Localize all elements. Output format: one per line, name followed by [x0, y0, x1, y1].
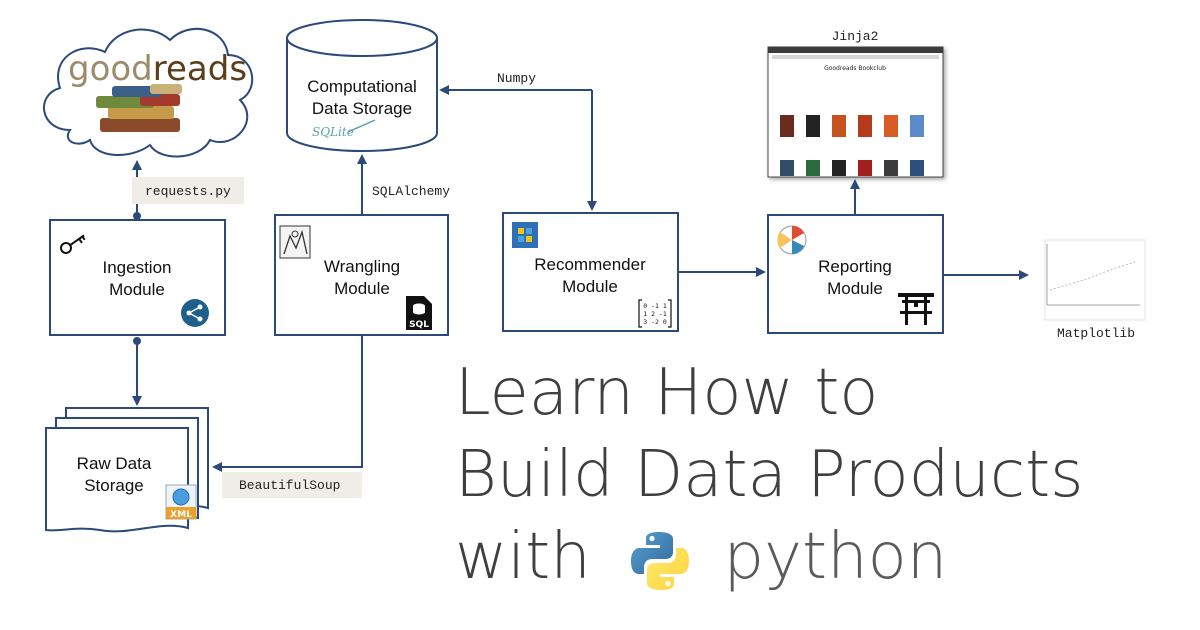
- share-nodes-icon: [181, 299, 209, 327]
- books-pile-icon: [96, 84, 182, 132]
- python-logo-icon: [631, 532, 690, 590]
- computational-data-storage: Computational Data Storage SQLite: [286, 19, 438, 152]
- edge-label-jinja2: Jinja2: [832, 29, 879, 44]
- ingestion-module: Ingestion Module: [49, 219, 226, 336]
- matrix-row-3: 3 -2 0: [643, 318, 667, 326]
- comp-storage-label-line2: Data Storage: [312, 99, 412, 118]
- edge-wrangling-to-raw-storage: [212, 335, 363, 472]
- matplotlib-chart-thumbnail: [1044, 239, 1146, 321]
- recommender-label-line2: Module: [562, 277, 618, 296]
- recommender-label-line1: Recommender: [534, 255, 646, 274]
- website-book-covers: [780, 115, 924, 176]
- key-icon: [60, 234, 86, 254]
- edge-origin-dot-bottom: [133, 337, 141, 345]
- xml-file-icon: XML: [165, 484, 197, 520]
- reporting-label-line1: Reporting: [818, 257, 892, 276]
- matrix-row-2: 1 2 -1: [643, 310, 667, 318]
- tagline-line-1: Learn How to: [455, 356, 879, 430]
- tagline-line-3: with python: [455, 516, 1084, 598]
- matrix-icon: 0 -1 1 1 2 -1 3 -2 0: [638, 299, 672, 328]
- sql-file-icon: SQL: [406, 296, 432, 330]
- requests-label-bg: [132, 177, 244, 204]
- cube-grid-icon: [512, 222, 538, 248]
- raw-storage-label-line1: Raw Data: [77, 454, 152, 473]
- torii-gate-icon: [898, 293, 934, 325]
- edge-label-requests: requests.py: [145, 184, 231, 199]
- edge-origin-dot-top: [133, 212, 141, 220]
- wrangling-label-line1: Wrangling: [324, 257, 400, 276]
- polar-chart-icon: [777, 225, 807, 255]
- tagline: Learn How to Build Data Products with py…: [455, 352, 1084, 598]
- raw-storage-label-line2: Storage: [84, 476, 144, 495]
- wrangling-label-line2: Module: [334, 279, 390, 298]
- edges: [132, 85, 1029, 472]
- sql-badge: SQL: [409, 320, 429, 330]
- goodreads-logo: goodreads: [68, 49, 247, 89]
- matrix-row-1: 0 -1 1: [643, 302, 667, 310]
- beautifulsoup-label-bg: [222, 472, 362, 498]
- recommender-module: Recommender Module 0 -1 1 1 2 -1 3 -2 0: [502, 212, 679, 332]
- edge-label-matplotlib: Matplotlib: [1057, 326, 1135, 341]
- edge-label-sqlalchemy: SQLAlchemy: [372, 184, 450, 199]
- ingestion-label-line1: Ingestion: [103, 258, 172, 277]
- sqlite-feather-icon: [347, 119, 376, 133]
- sqlite-logo: SQLite: [312, 125, 354, 139]
- reporting-module: Reporting Module: [767, 214, 944, 334]
- wrangler-illustration-icon: [279, 225, 311, 259]
- reporting-label-line2: Module: [827, 279, 883, 298]
- goodreads-cloud: goodreads: [43, 27, 254, 158]
- edge-label-numpy: Numpy: [497, 71, 536, 86]
- raw-data-storage: Raw Data Storage XML: [45, 407, 209, 533]
- website-title: Goodreads Bookclub: [824, 65, 886, 72]
- tagline-line-2: Build Data Products: [455, 438, 1084, 512]
- comp-storage-label-line1: Computational: [307, 77, 417, 96]
- python-wordmark: python: [723, 520, 948, 594]
- tagline-with: with: [455, 520, 591, 594]
- wrangling-module: Wrangling Module SQL: [274, 214, 449, 336]
- xml-badge: XML: [170, 510, 192, 520]
- edge-label-beautifulsoup: BeautifulSoup: [239, 478, 340, 493]
- ingestion-label-line2: Module: [109, 280, 165, 299]
- website-report-thumbnail: Goodreads Bookclub: [767, 46, 944, 178]
